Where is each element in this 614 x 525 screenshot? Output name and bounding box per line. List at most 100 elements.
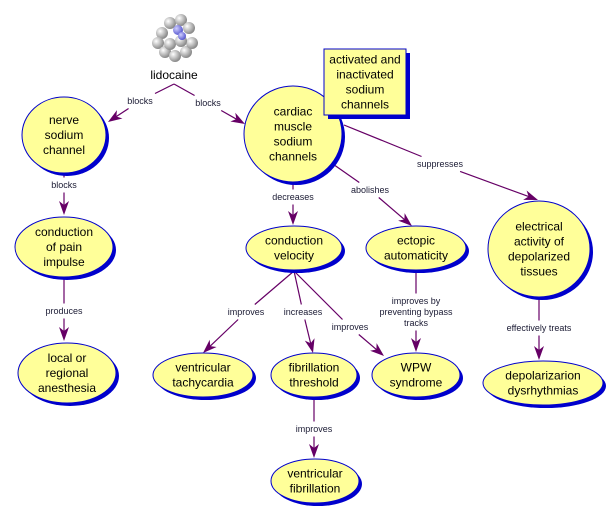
concept-label: activated and [329,53,400,67]
node-ellipse [21,96,107,174]
link-nerve-pain[interactable]: blocks [51,173,77,215]
arrowhead-icon [411,338,421,352]
node-ellipse [487,200,591,298]
link-label: tracks [404,318,429,328]
arrowhead-icon [309,444,319,458]
link-cardiac-electrical[interactable]: suppresses [343,124,538,200]
node-ellipse [270,458,360,504]
root-concept[interactable]: lidocaine [150,14,198,82]
concept-label: velocity [274,249,314,263]
concept-label: electrical [515,220,562,234]
concept-label: WPW [401,361,432,375]
arrowhead-icon [304,338,315,353]
link-line [114,107,129,119]
concept-label: sodium [274,135,313,149]
link-label: improves by [392,296,441,306]
arrowhead-icon [230,112,245,124]
link-velocity-fibthresh[interactable]: increases [284,270,323,353]
link-velocity-vtach[interactable]: improves [203,270,295,353]
arrowhead-icon [59,201,69,215]
concept-label: impulse [43,255,85,269]
concept-label: local or [48,351,87,365]
link-label: preventing bypass [379,307,453,317]
concept-label: tachycardia [172,376,234,390]
link-label: decreases [272,192,314,202]
concept-label: muscle [274,120,312,134]
arrowhead-icon [398,213,412,226]
root-label: lidocaine [150,68,198,82]
link-velocity-wpw[interactable]: improves [293,270,384,356]
node-ellipse [14,216,114,278]
link-line [343,124,422,158]
link-pain-anesthesia[interactable]: produces [45,278,83,341]
concept-label: nerve [49,113,79,127]
link-line [208,319,239,348]
node-ellipse [482,360,604,406]
link-line [304,319,312,346]
link-root-nerve[interactable]: blocks [108,83,175,122]
link-cardiac-ectopic[interactable]: abolishes [329,161,412,226]
concept-label: channels [269,150,317,164]
concept-label: ventricular [287,467,342,481]
concept-label: sodium [45,128,84,142]
link-line [220,109,239,121]
concept-label: fibrillation [289,361,340,375]
node-ellipse [371,352,461,398]
link-electrical-depol[interactable]: effectively treats [507,297,572,360]
concept-label: ectopic [397,234,435,248]
link-line [293,270,302,305]
link-cardiac-velocity[interactable]: decreases [272,182,314,225]
link-line [459,170,531,198]
arrowhead-icon [534,346,544,360]
links-layer: blocks blocks blocks produces decreases aboli… [45,83,572,458]
concept-label: syndrome [390,376,443,390]
arrowhead-icon [203,339,217,353]
concept-label: fibrillation [290,482,341,496]
molecule-icon [152,14,198,62]
link-line [154,83,175,95]
node-ellipse [152,352,254,398]
concept-label: of pain [46,240,82,254]
concept-label: conduction [265,234,323,248]
link-label: blocks [51,180,77,190]
link-label: effectively treats [507,323,572,333]
link-label: blocks [127,96,153,106]
link-line [293,270,343,320]
concept-label: channel [43,143,85,157]
node-box [323,48,407,116]
concept-label: ventricular [175,361,230,375]
concept-label: conduction [35,225,93,239]
link-line [378,197,407,222]
link-label: increases [284,307,323,317]
arrowhead-icon [288,211,298,225]
node-ellipse [243,85,343,183]
link-line [358,334,379,352]
link-root-cardiac[interactable]: blocks [173,83,245,124]
arrowhead-icon [59,327,69,341]
concept-label: threshold [289,376,338,390]
node-ellipse [17,342,117,404]
concept-label: inactivated [336,68,393,82]
link-label: blocks [195,98,221,108]
concept-label: depolarizarion [505,369,580,383]
node-ellipse [270,352,358,398]
link-line [173,83,195,97]
link-fibthresh-vfib[interactable]: improves [296,398,333,458]
concept-label: dysrhythmias [508,384,579,398]
arrowhead-icon [108,110,123,122]
link-label: suppresses [417,159,464,169]
